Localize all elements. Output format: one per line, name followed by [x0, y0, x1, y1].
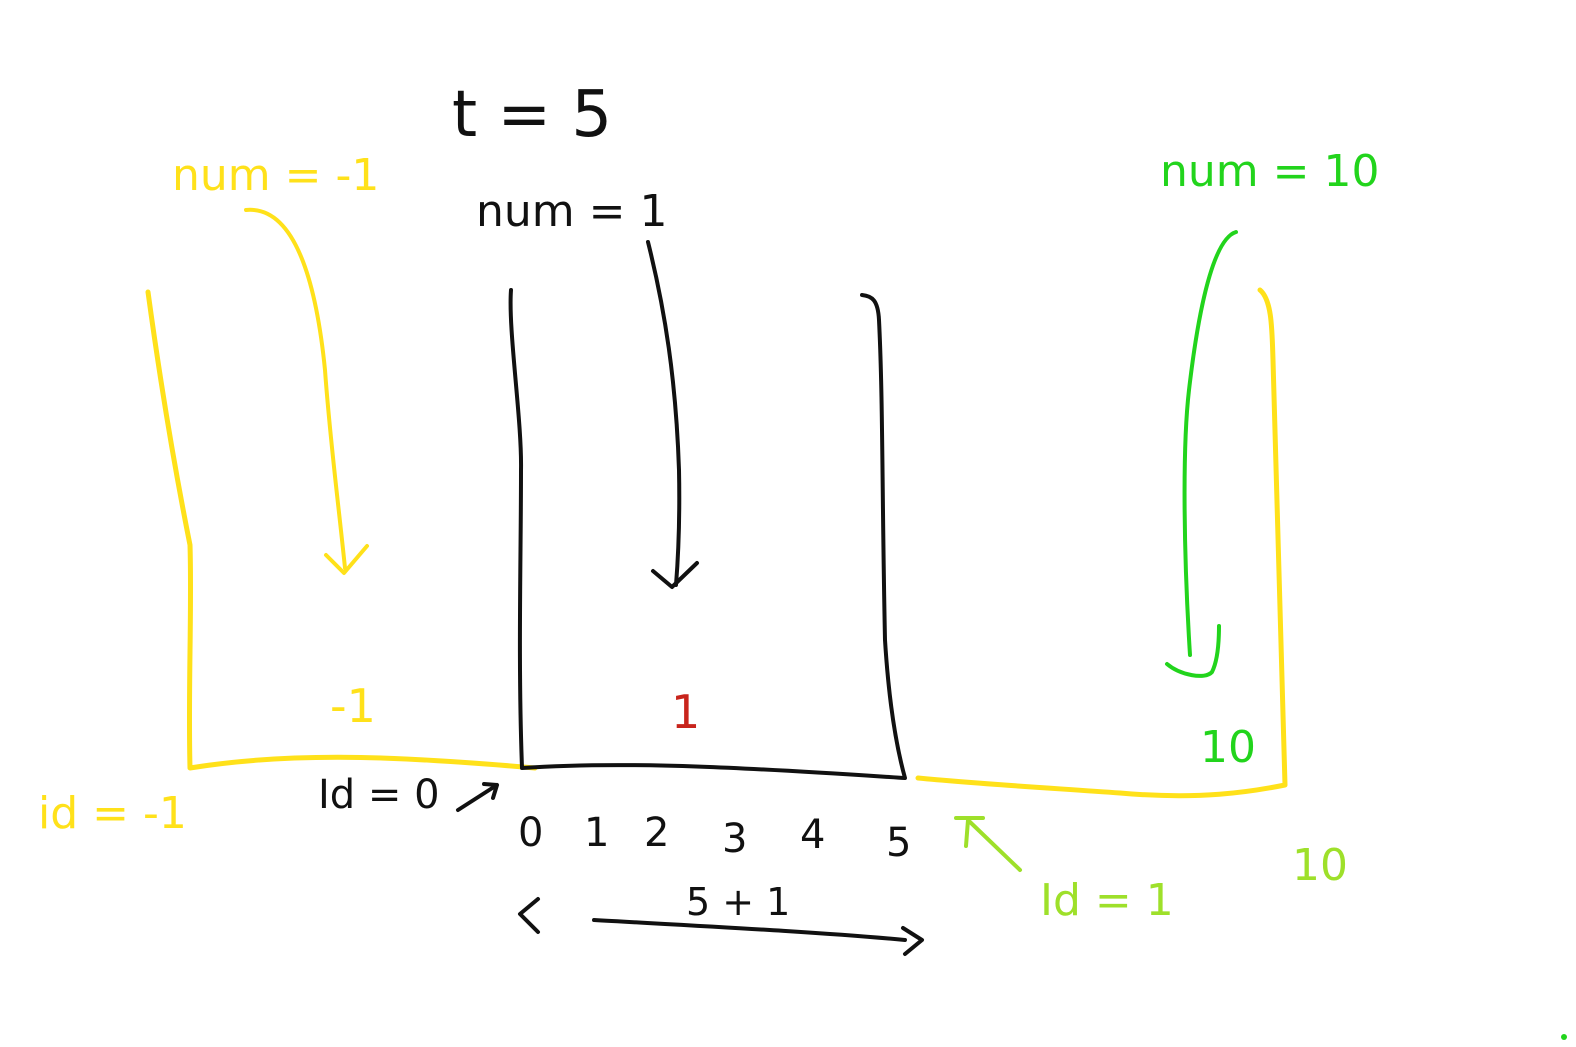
right-bucket: num = 10 10 10 Id = 1 [915, 146, 1379, 926]
right-outside-value: 10 [1292, 840, 1348, 891]
right-id-pointer-arrow [954, 816, 1022, 872]
right-drop-arrow-head [1165, 624, 1221, 678]
middle-value: 1 [671, 685, 700, 739]
middle-num-label: num = 1 [476, 186, 667, 237]
middle-drop-arrow [646, 240, 682, 587]
left-bucket: num = -1 -1 id = -1 [38, 150, 538, 839]
middle-id-label: Id = 0 [318, 772, 440, 818]
left-num-label: num = -1 [172, 150, 379, 201]
tick-label: 4 [800, 812, 825, 858]
tick-label: 1 [584, 810, 609, 856]
middle-bucket-outline [508, 288, 907, 780]
width-arrow-right-head [901, 926, 924, 956]
right-num-label: num = 10 [1160, 146, 1379, 197]
tick-label: 3 [722, 816, 747, 862]
width-label: 5 + 1 [686, 880, 790, 924]
left-drop-arrow [244, 207, 347, 570]
middle-id-pointer-arrow [456, 782, 499, 812]
tick-label: 5 [886, 820, 911, 866]
width-arrow-line [592, 918, 907, 942]
left-drop-arrow-head [324, 544, 369, 575]
right-value: 10 [1200, 722, 1256, 773]
middle-drop-arrow-head [651, 561, 699, 589]
left-bucket-outline [145, 289, 538, 771]
left-id-label: id = -1 [38, 788, 187, 839]
index-ticks: 0 1 2 3 4 5 [518, 810, 911, 866]
t-label: t = 5 [452, 78, 612, 152]
middle-bucket: 1 Id = 0 0 1 2 3 4 5 5 + 1 [318, 240, 924, 956]
right-id-label: Id = 1 [1040, 875, 1174, 926]
width-arrow-left-head [518, 897, 540, 934]
tick-label: 2 [644, 810, 669, 856]
left-value: -1 [330, 679, 376, 733]
stray-dot [1561, 1034, 1567, 1040]
header: t = 5 num = 1 [452, 78, 667, 237]
tick-label: 0 [518, 810, 543, 856]
right-bucket-outline [915, 287, 1288, 799]
right-drop-arrow [1182, 230, 1238, 657]
